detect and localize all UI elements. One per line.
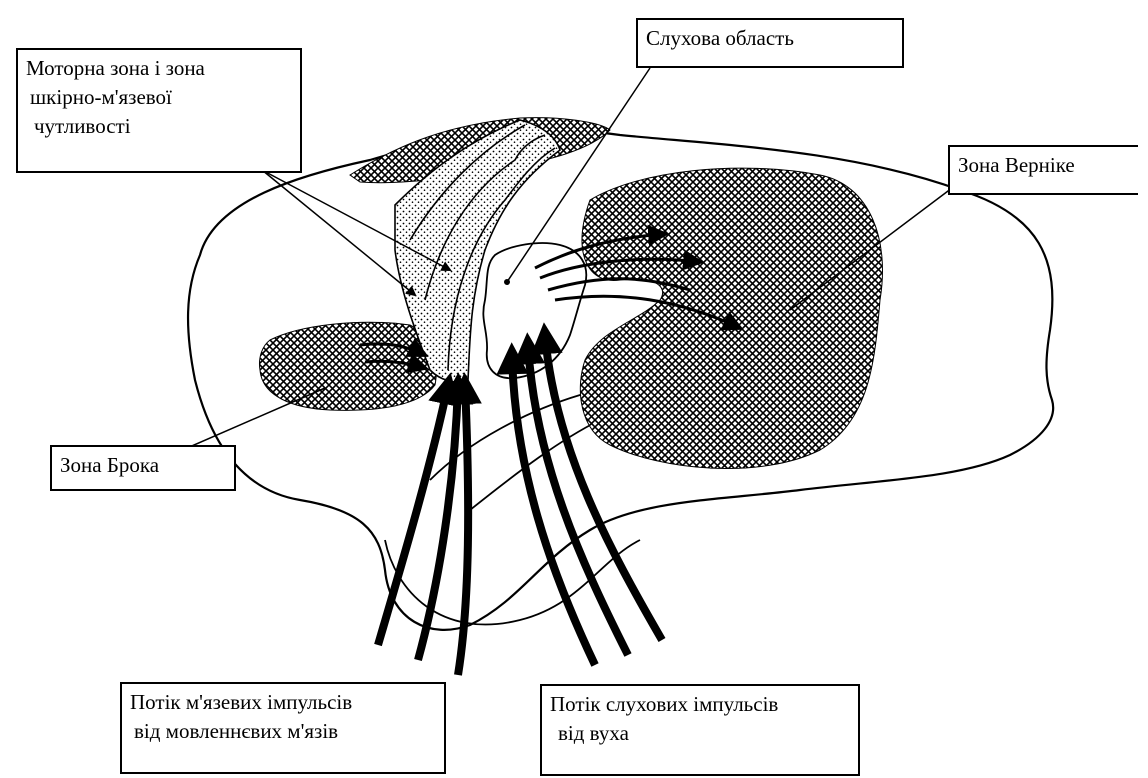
label-wernicke-zone: Зона Верніке [948,145,1138,195]
leader-auditory-dot [504,279,510,285]
auditory-blob [483,243,586,378]
label-broca-zone: Зона Брока [50,445,236,491]
wernicke-area [580,168,882,468]
label-auditory-area-text: Слухова область [646,24,894,53]
leader-motor-1 [262,170,415,295]
label-auditory-stream: Потік слухових імпульсів від вуха [540,684,860,776]
temporal-lower-line [385,540,640,625]
label-auditory-area: Слухова область [636,18,904,68]
label-muscle-stream-line-2: від мовленнєвих м'язів [130,717,436,746]
label-auditory-stream-line-1: Потік слухових імпульсів [550,690,850,719]
label-broca-zone-text: Зона Брока [60,451,226,480]
label-motor-zone-line-3: чутливості [26,112,292,141]
label-motor-zone: Моторна зона і зона шкірно-м'язевої чутл… [16,48,302,173]
label-muscle-stream-line-1: Потік м'язевих імпульсів [130,688,436,717]
muscle-stream-arrow-1 [378,385,448,645]
label-wernicke-zone-text: Зона Верніке [958,151,1130,180]
broca-area [259,322,436,410]
label-motor-zone-line-1: Моторна зона і зона [26,54,292,83]
label-auditory-stream-line-2: від вуха [550,719,850,748]
label-muscle-stream: Потік м'язевих імпульсів від мовленнєвих… [120,682,446,774]
label-motor-zone-line-2: шкірно-м'язевої [26,83,292,112]
